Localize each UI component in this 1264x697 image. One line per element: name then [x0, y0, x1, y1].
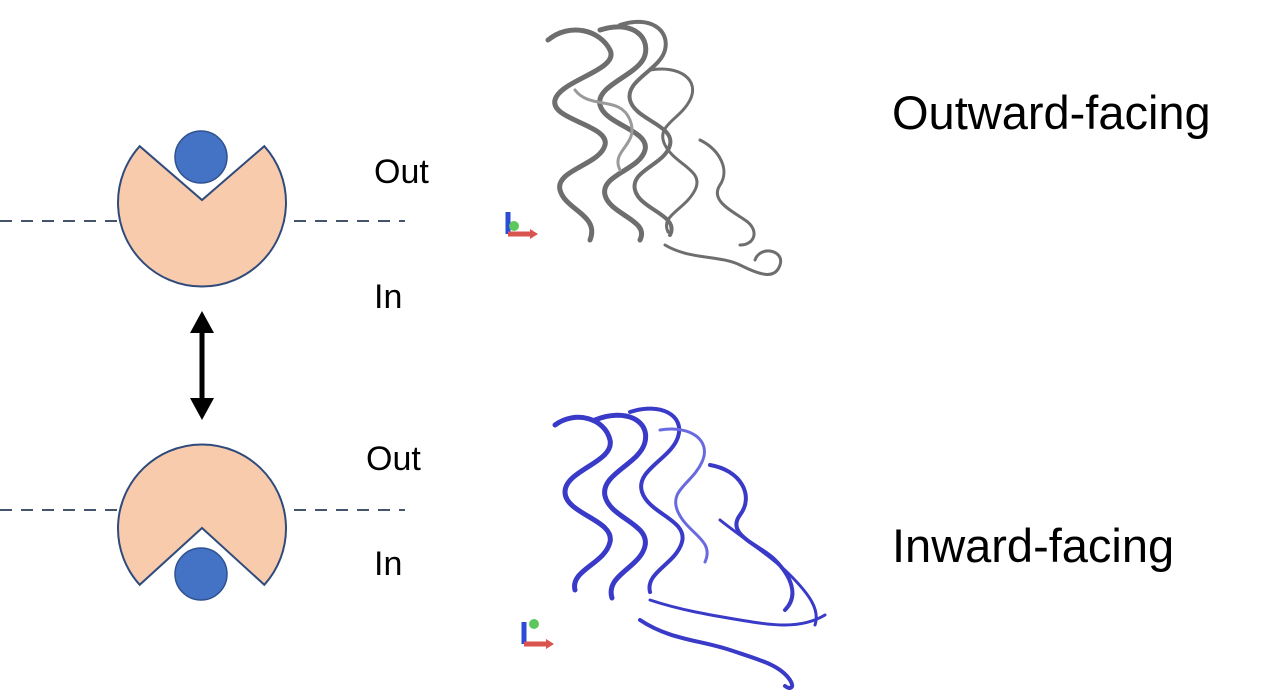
label-in-top: In [374, 278, 403, 316]
conformation-change-arrow-icon [190, 311, 214, 420]
axes-icon-top [505, 212, 538, 239]
label-out-bottom: Out [366, 440, 421, 478]
protein-structure-inward [552, 406, 827, 690]
transporter-outward-facing [117, 144, 287, 288]
label-outward-facing: Outward-facing [892, 86, 1211, 139]
substrate-bottom [174, 547, 228, 601]
protein-structure-outward [545, 19, 783, 276]
label-out-top: Out [374, 153, 429, 191]
label-in-bottom: In [374, 545, 403, 583]
transporter-inward-facing [117, 443, 287, 587]
axes-icon-bottom [521, 619, 554, 649]
substrate-top [174, 130, 228, 184]
label-inward-facing: Inward-facing [892, 519, 1175, 572]
